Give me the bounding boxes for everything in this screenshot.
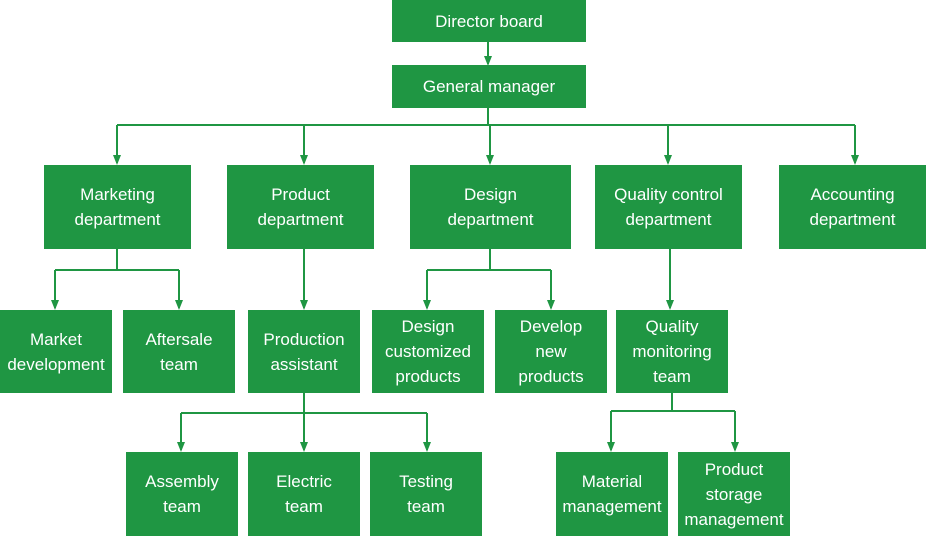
quality-monitoring-team-node: Quality monitoring team [616, 310, 728, 393]
testing-team-node: Testing team [370, 452, 482, 536]
design-department-node: Design department [410, 165, 571, 249]
general-manager-node: General manager [392, 65, 586, 108]
electric-team-node: Electric team [248, 452, 360, 536]
production-assistant-node: Production assistant [248, 310, 360, 393]
accounting-department-node: Accounting department [779, 165, 926, 249]
quality-control-department-node: Quality control department [595, 165, 742, 249]
assembly-team-node: Assembly team [126, 452, 238, 536]
product-storage-management-node: Product storage management [678, 452, 790, 536]
market-development-node: Market development [0, 310, 112, 393]
develop-new-products-node: Develop new products [495, 310, 607, 393]
marketing-department-node: Marketing department [44, 165, 191, 249]
material-management-node: Material management [556, 452, 668, 536]
product-department-node: Product department [227, 165, 374, 249]
director-board-node: Director board [392, 0, 586, 42]
aftersale-team-node: Aftersale team [123, 310, 235, 393]
design-customized-products-node: Design customized products [372, 310, 484, 393]
